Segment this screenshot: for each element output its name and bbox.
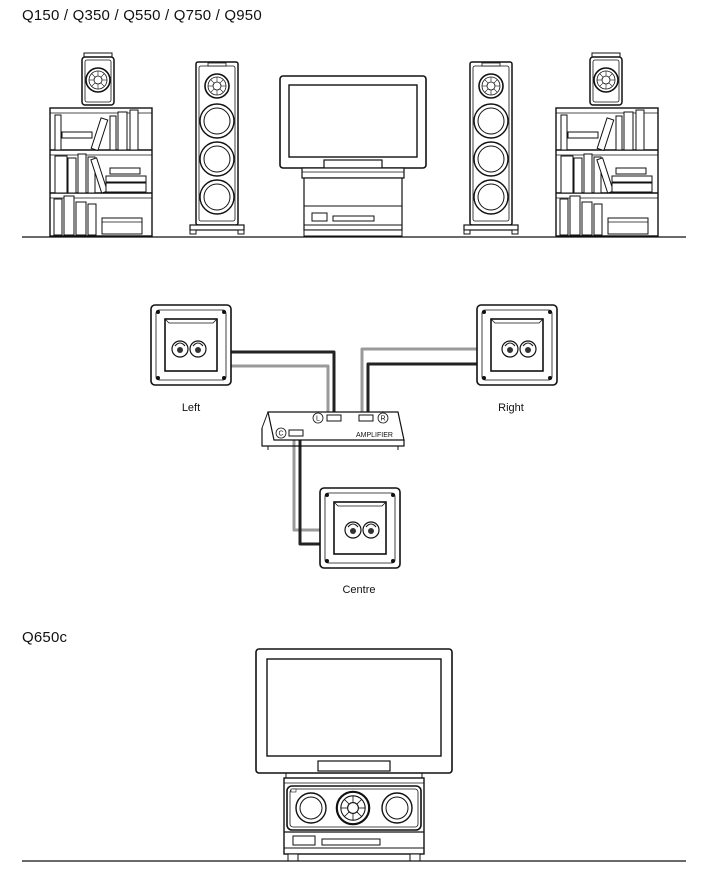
- tv-and-stand: [279, 75, 427, 237]
- bookshelf-speaker-right: [589, 52, 623, 106]
- room-layout: [22, 52, 686, 238]
- bookshelf-right: [555, 107, 659, 237]
- q650c-cabinet: [283, 777, 425, 862]
- left-speaker-label: Left: [182, 402, 200, 414]
- q650c-centre-speaker: [295, 790, 413, 826]
- left-speaker-terminal: [150, 304, 232, 386]
- section-title-q-series: Q150 / Q350 / Q550 / Q750 / Q950: [22, 7, 262, 24]
- q650c-tv: [255, 648, 453, 780]
- amplifier-label: AMPLIFIER: [356, 432, 393, 439]
- q650c-layout: [22, 648, 686, 862]
- amp-left-channel-mark: L: [316, 416, 320, 423]
- bookshelf-left: [49, 107, 153, 237]
- centre-speaker-label: Centre: [342, 584, 375, 596]
- floorstanding-speaker-right: [463, 61, 519, 235]
- wiring-diagram: L R C AMPLIFIER Left Right Centre: [150, 304, 558, 596]
- right-speaker-terminal: [476, 304, 558, 386]
- bookshelf-speaker-left: [81, 52, 115, 106]
- amp-right-channel-mark: R: [380, 416, 385, 423]
- centre-speaker-terminal: [319, 487, 401, 569]
- floorstanding-speaker-left: [189, 61, 245, 235]
- amplifier: L R C AMPLIFIER: [261, 411, 405, 450]
- amp-centre-channel-mark: C: [278, 431, 283, 438]
- section-title-q650c: Q650c: [22, 629, 68, 646]
- right-speaker-label: Right: [498, 402, 524, 414]
